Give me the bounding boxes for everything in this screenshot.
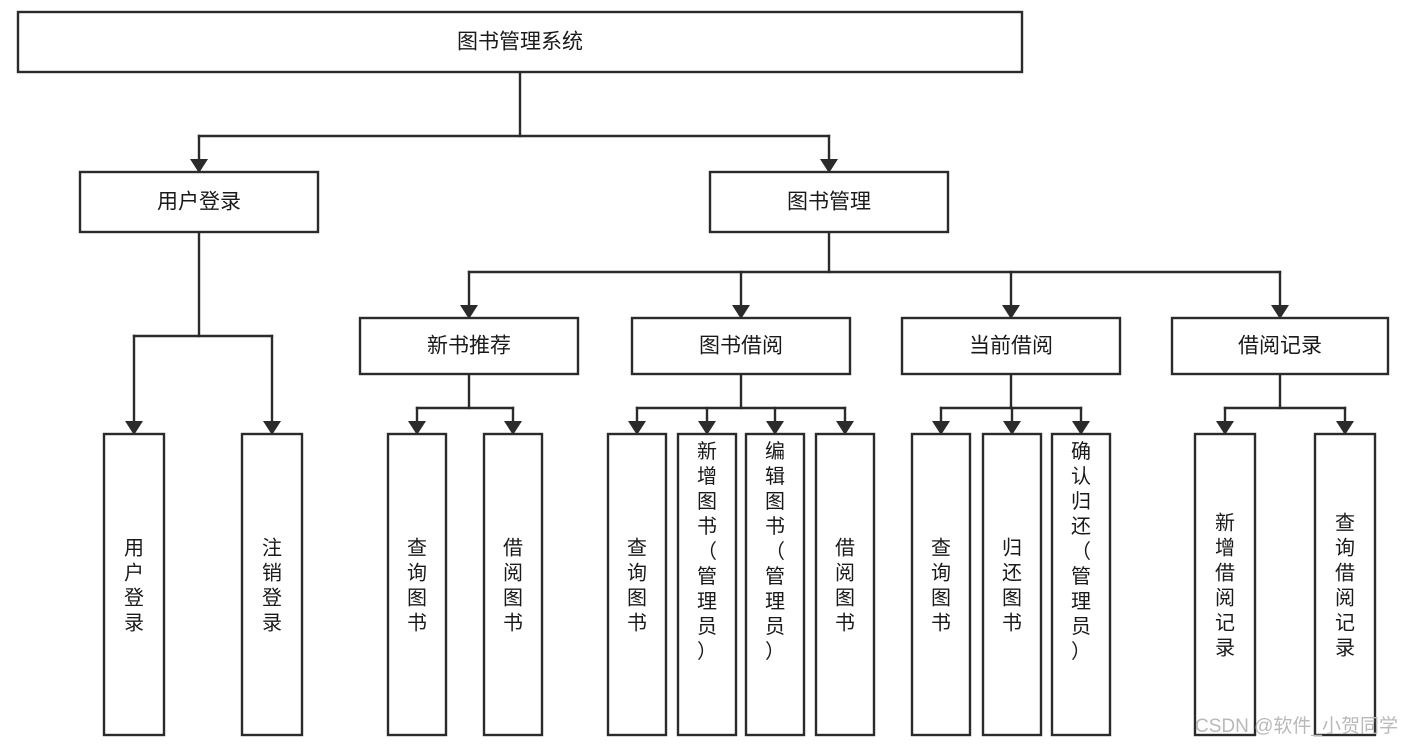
node-box-leaf-add-book[interactable] bbox=[676, 432, 738, 737]
connector-conn-user-login bbox=[125, 230, 281, 435]
node-leaf-query-book-1[interactable]: 查询图书 bbox=[386, 432, 448, 737]
node-label-leaf-query-book-2: 查询图书 bbox=[627, 537, 647, 635]
connector-conn-borrow-record bbox=[1216, 372, 1354, 435]
connector-conn-book-borrow bbox=[628, 372, 854, 435]
arrow-head-icon bbox=[628, 421, 646, 435]
arrow-head-icon bbox=[820, 159, 838, 173]
node-label-leaf-borrow-book-1: 借阅图书 bbox=[503, 537, 523, 635]
arrow-head-icon bbox=[1002, 305, 1020, 319]
node-label-leaf-return-book: 归还图书 bbox=[1002, 537, 1022, 635]
node-box-leaf-logout[interactable] bbox=[240, 432, 304, 737]
node-label-book-manage: 图书管理 bbox=[787, 191, 871, 214]
node-box-leaf-return-book[interactable] bbox=[981, 432, 1043, 737]
arrow-head-icon bbox=[125, 421, 143, 435]
node-label-book-borrow: 图书借阅 bbox=[699, 335, 783, 358]
node-label-new-book-recommend: 新书推荐 bbox=[427, 335, 511, 358]
node-layer: 图书管理系统用户登录图书管理新书推荐图书借阅当前借阅借阅记录用户登录注销登录查询… bbox=[16, 10, 1390, 737]
arrow-head-icon bbox=[1072, 421, 1090, 435]
node-book-manage[interactable]: 图书管理 bbox=[708, 170, 950, 234]
node-root[interactable]: 图书管理系统 bbox=[16, 10, 1024, 74]
arrow-head-icon bbox=[766, 421, 784, 435]
arrow-head-icon bbox=[1336, 421, 1354, 435]
node-box-leaf-query-book-1[interactable] bbox=[386, 432, 448, 737]
arrow-head-icon bbox=[1216, 421, 1234, 435]
node-label-leaf-user-login: 用户登录 bbox=[124, 538, 144, 635]
node-leaf-query-record[interactable]: 查询借阅记录 bbox=[1313, 432, 1377, 737]
node-box-book-borrow[interactable] bbox=[630, 316, 852, 376]
arrow-head-icon bbox=[698, 421, 716, 435]
node-leaf-add-book[interactable]: 新增图书（管理员） bbox=[676, 432, 738, 737]
node-label-root: 图书管理系统 bbox=[457, 31, 583, 54]
node-label-leaf-query-record: 查询借阅记录 bbox=[1335, 512, 1355, 660]
node-label-current-borrow: 当前借阅 bbox=[969, 335, 1053, 358]
node-leaf-confirm-return[interactable]: 确认归还（管理员） bbox=[1050, 432, 1112, 737]
node-book-borrow[interactable]: 图书借阅 bbox=[630, 316, 852, 376]
node-leaf-logout[interactable]: 注销登录 bbox=[240, 432, 304, 737]
arrow-head-icon bbox=[932, 421, 950, 435]
node-leaf-user-login[interactable]: 用户登录 bbox=[102, 432, 166, 737]
node-label-leaf-add-book: 新增图书（管理员） bbox=[697, 440, 717, 663]
node-box-new-book-recommend[interactable] bbox=[358, 316, 580, 376]
node-label-leaf-confirm-return: 确认归还（管理员） bbox=[1071, 440, 1091, 663]
node-box-user-login[interactable] bbox=[78, 170, 320, 234]
node-label-leaf-edit-book: 编辑图书（管理员） bbox=[765, 440, 785, 663]
arrow-head-icon bbox=[732, 305, 750, 319]
arrow-head-icon bbox=[460, 305, 478, 319]
node-box-leaf-user-login[interactable] bbox=[102, 432, 166, 737]
node-leaf-borrow-book-1[interactable]: 借阅图书 bbox=[482, 432, 544, 737]
node-box-leaf-query-book-2[interactable] bbox=[606, 432, 668, 737]
arrow-head-icon bbox=[1271, 305, 1289, 319]
node-user-login[interactable]: 用户登录 bbox=[78, 170, 320, 234]
node-leaf-borrow-book-2[interactable]: 借阅图书 bbox=[814, 432, 876, 737]
arrow-head-icon bbox=[836, 421, 854, 435]
node-box-root[interactable] bbox=[16, 10, 1024, 74]
node-box-leaf-add-record[interactable] bbox=[1193, 432, 1257, 737]
node-box-book-manage[interactable] bbox=[708, 170, 950, 234]
connector-conn-current-borrow bbox=[932, 372, 1090, 435]
node-box-leaf-query-book-3[interactable] bbox=[910, 432, 972, 737]
node-box-leaf-borrow-book-2[interactable] bbox=[814, 432, 876, 737]
node-label-leaf-query-book-3: 查询图书 bbox=[931, 537, 951, 635]
node-box-leaf-edit-book[interactable] bbox=[744, 432, 806, 737]
node-leaf-return-book[interactable]: 归还图书 bbox=[981, 432, 1043, 737]
node-label-leaf-add-record: 新增借阅记录 bbox=[1215, 512, 1235, 660]
node-new-book-recommend[interactable]: 新书推荐 bbox=[358, 316, 580, 376]
connector-layer bbox=[125, 70, 1354, 435]
node-box-leaf-query-record[interactable] bbox=[1313, 432, 1377, 737]
node-box-current-borrow[interactable] bbox=[900, 316, 1122, 376]
arrow-head-icon bbox=[504, 421, 522, 435]
node-box-leaf-confirm-return[interactable] bbox=[1050, 432, 1112, 737]
connector-conn-new-book bbox=[408, 372, 522, 435]
node-label-user-login: 用户登录 bbox=[157, 191, 241, 214]
node-label-leaf-query-book-1: 查询图书 bbox=[407, 537, 427, 635]
node-label-borrow-record: 借阅记录 bbox=[1238, 335, 1322, 358]
node-label-leaf-logout: 注销登录 bbox=[262, 537, 282, 635]
node-leaf-query-book-3[interactable]: 查询图书 bbox=[910, 432, 972, 737]
connector-conn-root bbox=[190, 70, 838, 173]
arrow-head-icon bbox=[190, 159, 208, 173]
node-box-borrow-record[interactable] bbox=[1170, 316, 1390, 376]
connector-conn-book-manage bbox=[460, 230, 1289, 319]
node-current-borrow[interactable]: 当前借阅 bbox=[900, 316, 1122, 376]
node-box-leaf-borrow-book-1[interactable] bbox=[482, 432, 544, 737]
node-leaf-add-record[interactable]: 新增借阅记录 bbox=[1193, 432, 1257, 737]
csdn-watermark: CSDN @软件_小贺同学 bbox=[1195, 715, 1398, 737]
arrow-head-icon bbox=[408, 421, 426, 435]
arrow-head-icon bbox=[263, 421, 281, 435]
arrow-head-icon bbox=[1003, 421, 1021, 435]
node-borrow-record[interactable]: 借阅记录 bbox=[1170, 316, 1390, 376]
node-leaf-edit-book[interactable]: 编辑图书（管理员） bbox=[744, 432, 806, 737]
node-label-leaf-borrow-book-2: 借阅图书 bbox=[835, 537, 855, 635]
node-leaf-query-book-2[interactable]: 查询图书 bbox=[606, 432, 668, 737]
